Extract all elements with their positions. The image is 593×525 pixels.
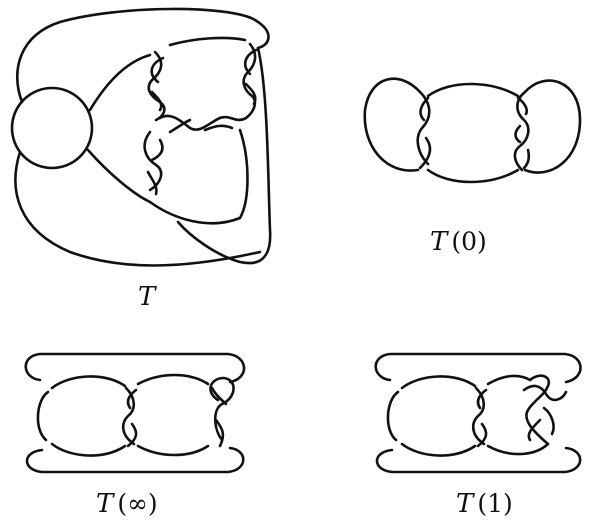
tinf-arc-bottom-right	[136, 444, 210, 457]
t0-left-lobe	[363, 77, 422, 172]
t0-bottom-arc	[426, 168, 520, 184]
t0-right-twist	[513, 90, 530, 172]
tangle-tinf-diagram	[24, 352, 246, 474]
tangle-disk	[10, 86, 94, 170]
horizontal-twist-strand	[158, 114, 248, 131]
label-tinf: T(∞)	[96, 489, 158, 519]
t0-left-twist	[416, 90, 431, 166]
t1-center-twist-under	[476, 388, 488, 448]
right-long-strand	[176, 46, 272, 265]
tangle-t0-diagram	[363, 77, 582, 184]
tinf-center-twist	[121, 386, 136, 446]
t1-arc-bottom-right	[486, 442, 550, 456]
t1-right-twist-under	[527, 406, 555, 442]
t0-right-twist-under	[514, 96, 531, 170]
t1-arc-bottom-left	[400, 442, 477, 457]
left-twist-strand-b	[150, 56, 165, 112]
label-t0: T(0)	[430, 227, 487, 257]
t1-bottom-bar	[375, 446, 582, 474]
lower-twist-under	[146, 138, 164, 196]
lower-twist-strand	[143, 130, 163, 192]
upper-arc-strand	[88, 53, 152, 112]
t1-arc-top-left	[400, 375, 477, 390]
tinf-left-lobe	[36, 390, 50, 442]
t1-right-twist	[525, 374, 551, 446]
t1-right-twist-top	[522, 384, 568, 402]
right-twist-strand-b	[243, 48, 258, 106]
label-t: T	[138, 282, 157, 312]
tinf-arc-top-left	[50, 375, 127, 390]
tangle-t1-diagram	[374, 352, 582, 474]
outer-loop-strand	[15, 7, 270, 104]
bottom-right-strand	[148, 128, 249, 225]
tinf-right-curl-under	[210, 386, 228, 448]
tinf-arc-top-right	[136, 373, 210, 386]
left-twist-strand-a	[147, 50, 166, 122]
t1-top-bar	[374, 352, 582, 384]
lower-left-strand	[14, 150, 262, 267]
right-twist-strand-a	[242, 42, 257, 120]
t0-top-arc	[426, 82, 520, 98]
upper-top-strand	[168, 36, 247, 47]
tangle-t-diagram	[10, 7, 272, 267]
t1-arc-top-right	[486, 374, 532, 386]
t1-left-lobe	[386, 390, 400, 442]
t0-left-twist-under	[418, 96, 432, 170]
tinf-center-twist-under	[126, 388, 138, 448]
horizontal-twist-under	[168, 118, 234, 134]
t0-right-lobe	[523, 79, 582, 174]
label-t1: T(1)	[456, 489, 513, 519]
tinf-bottom-bar	[25, 446, 245, 474]
t1-center-twist	[471, 386, 486, 446]
tinf-top-bar	[24, 352, 246, 384]
tinf-arc-bottom-left	[50, 442, 127, 457]
lower-arc-strand	[86, 148, 152, 204]
